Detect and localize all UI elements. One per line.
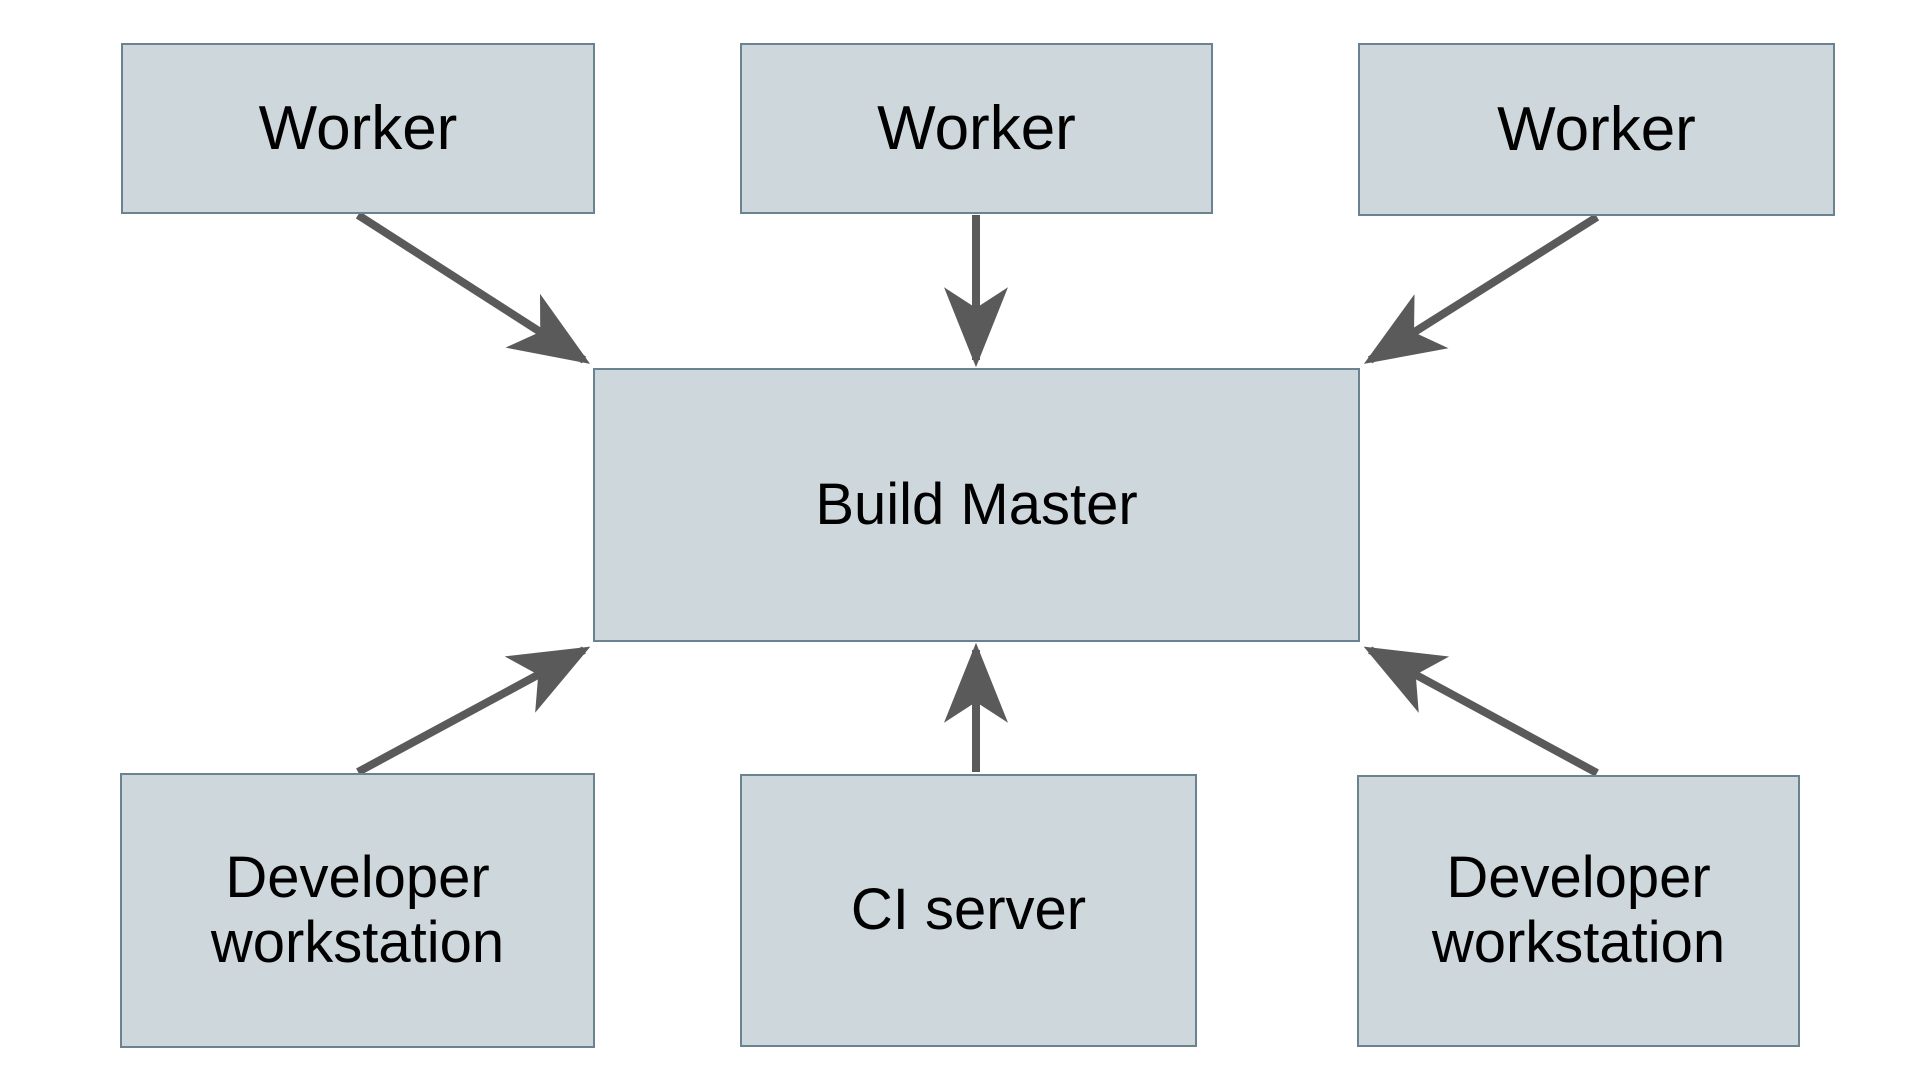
edge-dev-right-to-master [1363,646,1599,777]
node-label: Worker [258,93,458,163]
node-worker-left[interactable]: Worker [121,43,595,214]
node-label: Build Master [815,471,1138,537]
node-ci-server[interactable]: CI server [740,774,1197,1047]
node-label: Worker [1497,94,1696,164]
node-label: Developer workstation [1431,845,1726,975]
node-label: Worker [877,93,1076,163]
node-label: CI server [850,877,1087,943]
node-build-master[interactable]: Build Master [593,368,1360,642]
edge-worker-right-to-master [1363,213,1600,364]
node-worker-mid[interactable]: Worker [740,43,1213,214]
node-developer-workstation-left[interactable]: Developer workstation [120,773,595,1048]
node-developer-workstation-right[interactable]: Developer workstation [1357,775,1800,1047]
node-worker-right[interactable]: Worker [1358,43,1835,216]
edge-worker-left-to-master [355,211,591,364]
edge-dev-left-to-master [356,646,591,776]
node-label: Developer workstation [210,844,505,975]
